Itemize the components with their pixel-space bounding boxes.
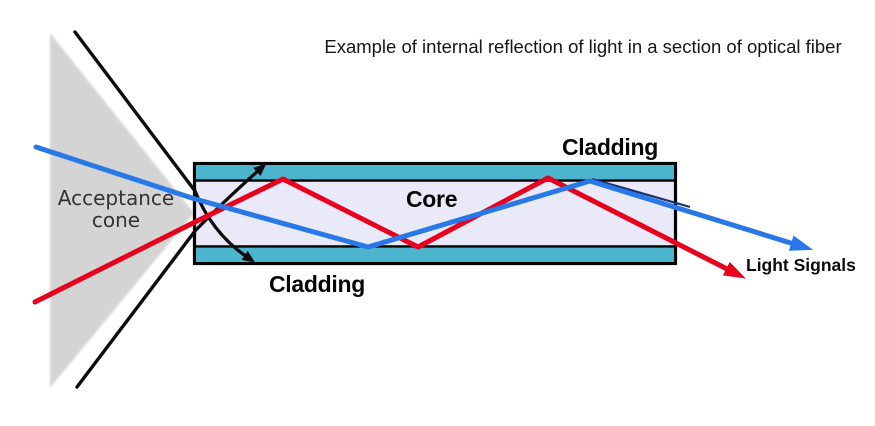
cladding-bottom-band <box>196 247 674 262</box>
acceptance-cone-label-line2: cone <box>91 208 141 232</box>
acceptance-cone-label-line1: Acceptance <box>57 186 175 210</box>
cladding-top-band <box>196 165 674 180</box>
cone-edge-ray-upper <box>73 30 197 193</box>
light-signals-label: Light Signals <box>746 255 856 275</box>
cone-edge-ray-lower <box>75 229 197 389</box>
diagram-title: Example of internal reflection of light … <box>324 36 842 57</box>
acceptance-cone-label: Acceptance cone <box>52 187 180 231</box>
lost-ray-into-top-cladding <box>193 163 267 233</box>
acceptance-cone-shape <box>50 33 194 388</box>
cladding-top-label: Cladding <box>562 134 658 160</box>
red-light-ray <box>32 175 746 305</box>
blue-light-ray <box>33 144 814 251</box>
blue-ray-shadow-line <box>591 177 691 209</box>
cladding-bottom-label: Cladding <box>269 271 365 297</box>
core-label: Core <box>406 186 458 212</box>
